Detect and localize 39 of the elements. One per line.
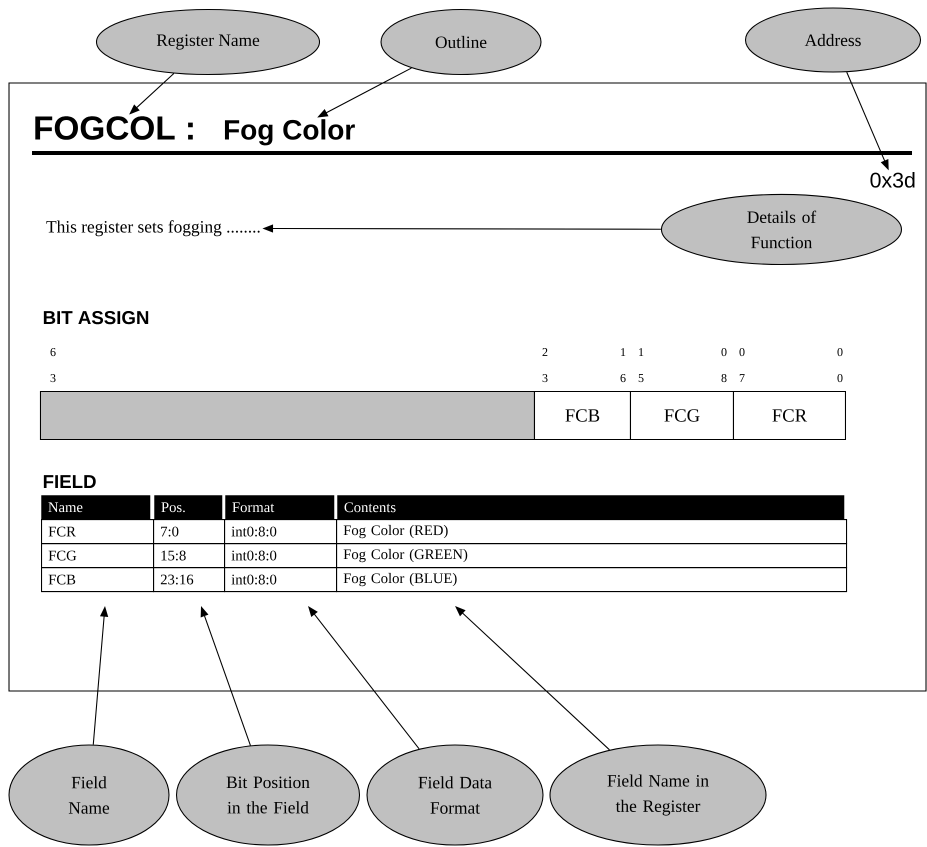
table-cell: int0:8:0 <box>224 519 338 544</box>
header-cell: Name <box>41 495 150 520</box>
address-text: 0x3d <box>870 172 914 188</box>
table-cell: FCR <box>41 519 154 544</box>
table-cell: int0:8:0 <box>224 543 338 568</box>
description-text: This register sets fogging ........ <box>46 220 260 236</box>
table-cell: 23:16 <box>153 567 226 592</box>
register-name: FOGCOL : <box>35 116 193 140</box>
bit-number: 0 <box>721 348 727 356</box>
section-heading: FIELD <box>44 475 96 488</box>
bit-field-cell: FCB <box>534 390 631 440</box>
bit-number: 8 <box>721 374 727 382</box>
bit-number: 0 <box>837 348 843 356</box>
bit-number: 6 <box>620 374 626 382</box>
bit-number: 5 <box>638 374 644 382</box>
bit-number: 2 <box>542 348 548 356</box>
table-cell: Fog Color (BLUE) <box>336 567 848 592</box>
table-cell: 7:0 <box>153 519 226 544</box>
bit-number: 1 <box>621 348 626 356</box>
register-frame <box>8 82 927 692</box>
bit-field-cell: FCG <box>630 390 734 440</box>
table-cell: 15:8 <box>153 543 226 568</box>
bit-field-cell: FCR <box>732 390 846 440</box>
bit-number: 0 <box>739 348 745 356</box>
table-cell: Fog Color (RED) <box>336 519 848 544</box>
bit-number: 1 <box>639 348 644 356</box>
header-cell: Format <box>225 495 334 520</box>
header-cell: Pos. <box>154 495 222 520</box>
header-cell: Contents <box>337 495 844 520</box>
table-cell: FCG <box>41 543 154 568</box>
bit-number: 7 <box>740 374 745 382</box>
table-cell: FCB <box>41 567 154 592</box>
register-outline: Fog Color <box>224 119 355 146</box>
table-cell: int0:8:0 <box>224 567 338 592</box>
bit-number: 3 <box>542 374 548 382</box>
bit-number: 6 <box>50 348 56 356</box>
section-heading: BIT ASSIGN <box>44 310 148 324</box>
table-cell: Fog Color (GREEN) <box>336 543 848 568</box>
reserved-bits-bar <box>40 390 535 440</box>
